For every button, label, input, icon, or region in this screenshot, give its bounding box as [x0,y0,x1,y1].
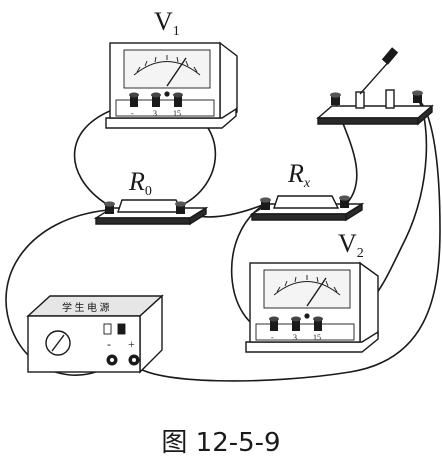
r0-label-main: R [128,167,145,196]
v1-needle [166,57,187,87]
v1-label-sub: 1 [173,24,180,39]
v2-terminal-15 [313,316,323,331]
v1-terminal-label-15: 15 [173,109,181,118]
v1-terminal-3 [151,92,161,107]
switch-board-side [417,104,433,126]
rx-terminal-right [339,195,350,208]
v1-terminal-label-minus: - [131,109,134,118]
switch-board-top [316,105,434,119]
knife-switch [316,47,434,126]
wire-r0-to-supply-minus [5,209,113,376]
v1-terminal-minus [129,92,139,107]
rx-board-side [345,202,363,222]
v2-needle [306,277,327,307]
switch-contact-post [385,89,395,109]
supply-switch-right [117,323,126,335]
v2-ticks [276,275,338,293]
supply-minus-label: - [107,337,111,351]
rx-body [273,195,340,209]
v1-label-main: V [154,7,173,36]
rx-label-main: R [287,159,304,188]
v2-terminal-label-minus: - [271,333,274,342]
v1-scale-arc [133,61,201,76]
r0-board-side [189,206,207,226]
power-supply: 学 生 电 源 - + [26,294,164,374]
rx-label: Rx [287,159,311,191]
figure-caption: 图 12-5-9 [161,428,281,458]
v1-terminal-15 [173,92,183,107]
supply-terminal-minus [106,354,118,366]
r0-terminal-left [104,201,115,214]
v2-terminal-3 [291,316,301,331]
supply-plus-label: + [128,337,135,351]
v2-terminal-label-3: 3 [293,333,297,342]
switch-handle [381,47,399,65]
v2-label-sub: 2 [357,246,364,261]
r0-label-sub: 0 [145,184,152,199]
supply-dial-pointer [51,334,65,352]
voltmeter-v1: - 3 15 V1 [105,7,238,129]
v2-label-main: V [338,229,357,258]
rx-board-front [251,213,347,221]
supply-panel-text: 学 生 电 源 [62,301,110,314]
switch-terminal-right [412,90,423,103]
switch-terminal-left [330,92,341,105]
r0-board-front [95,217,191,225]
v2-zero-knob [304,313,310,319]
v2-terminal-panel [255,323,355,341]
v2-label: V2 [338,229,364,261]
switch-blade [359,57,393,95]
v2-scale-arc [273,281,341,296]
r0-terminal-right [175,201,186,214]
r0-body [117,199,184,213]
switch-board-front [317,117,419,125]
rx-label-sub: x [303,176,311,191]
r0-label: R0 [128,167,152,199]
v1-ticks [136,55,198,73]
v1-terminal-panel [115,99,215,117]
v2-terminal-label-15: 15 [313,333,321,342]
v1-terminal-label-3: 3 [153,109,157,118]
resistor-rx: Rx [249,159,365,222]
supply-switch-left [103,323,112,335]
supply-terminal-plus [128,354,140,366]
voltmeter-v2: - 3 15 V2 [245,229,379,353]
rx-terminal-left [260,197,271,210]
v2-terminal-minus [269,316,279,331]
switch-hinge-post [355,91,365,109]
v1-zero-knob [164,91,170,97]
wire-supply-plus-to-switch [133,98,441,382]
resistor-r0: R0 [93,167,209,226]
v1-label: V1 [154,7,180,39]
